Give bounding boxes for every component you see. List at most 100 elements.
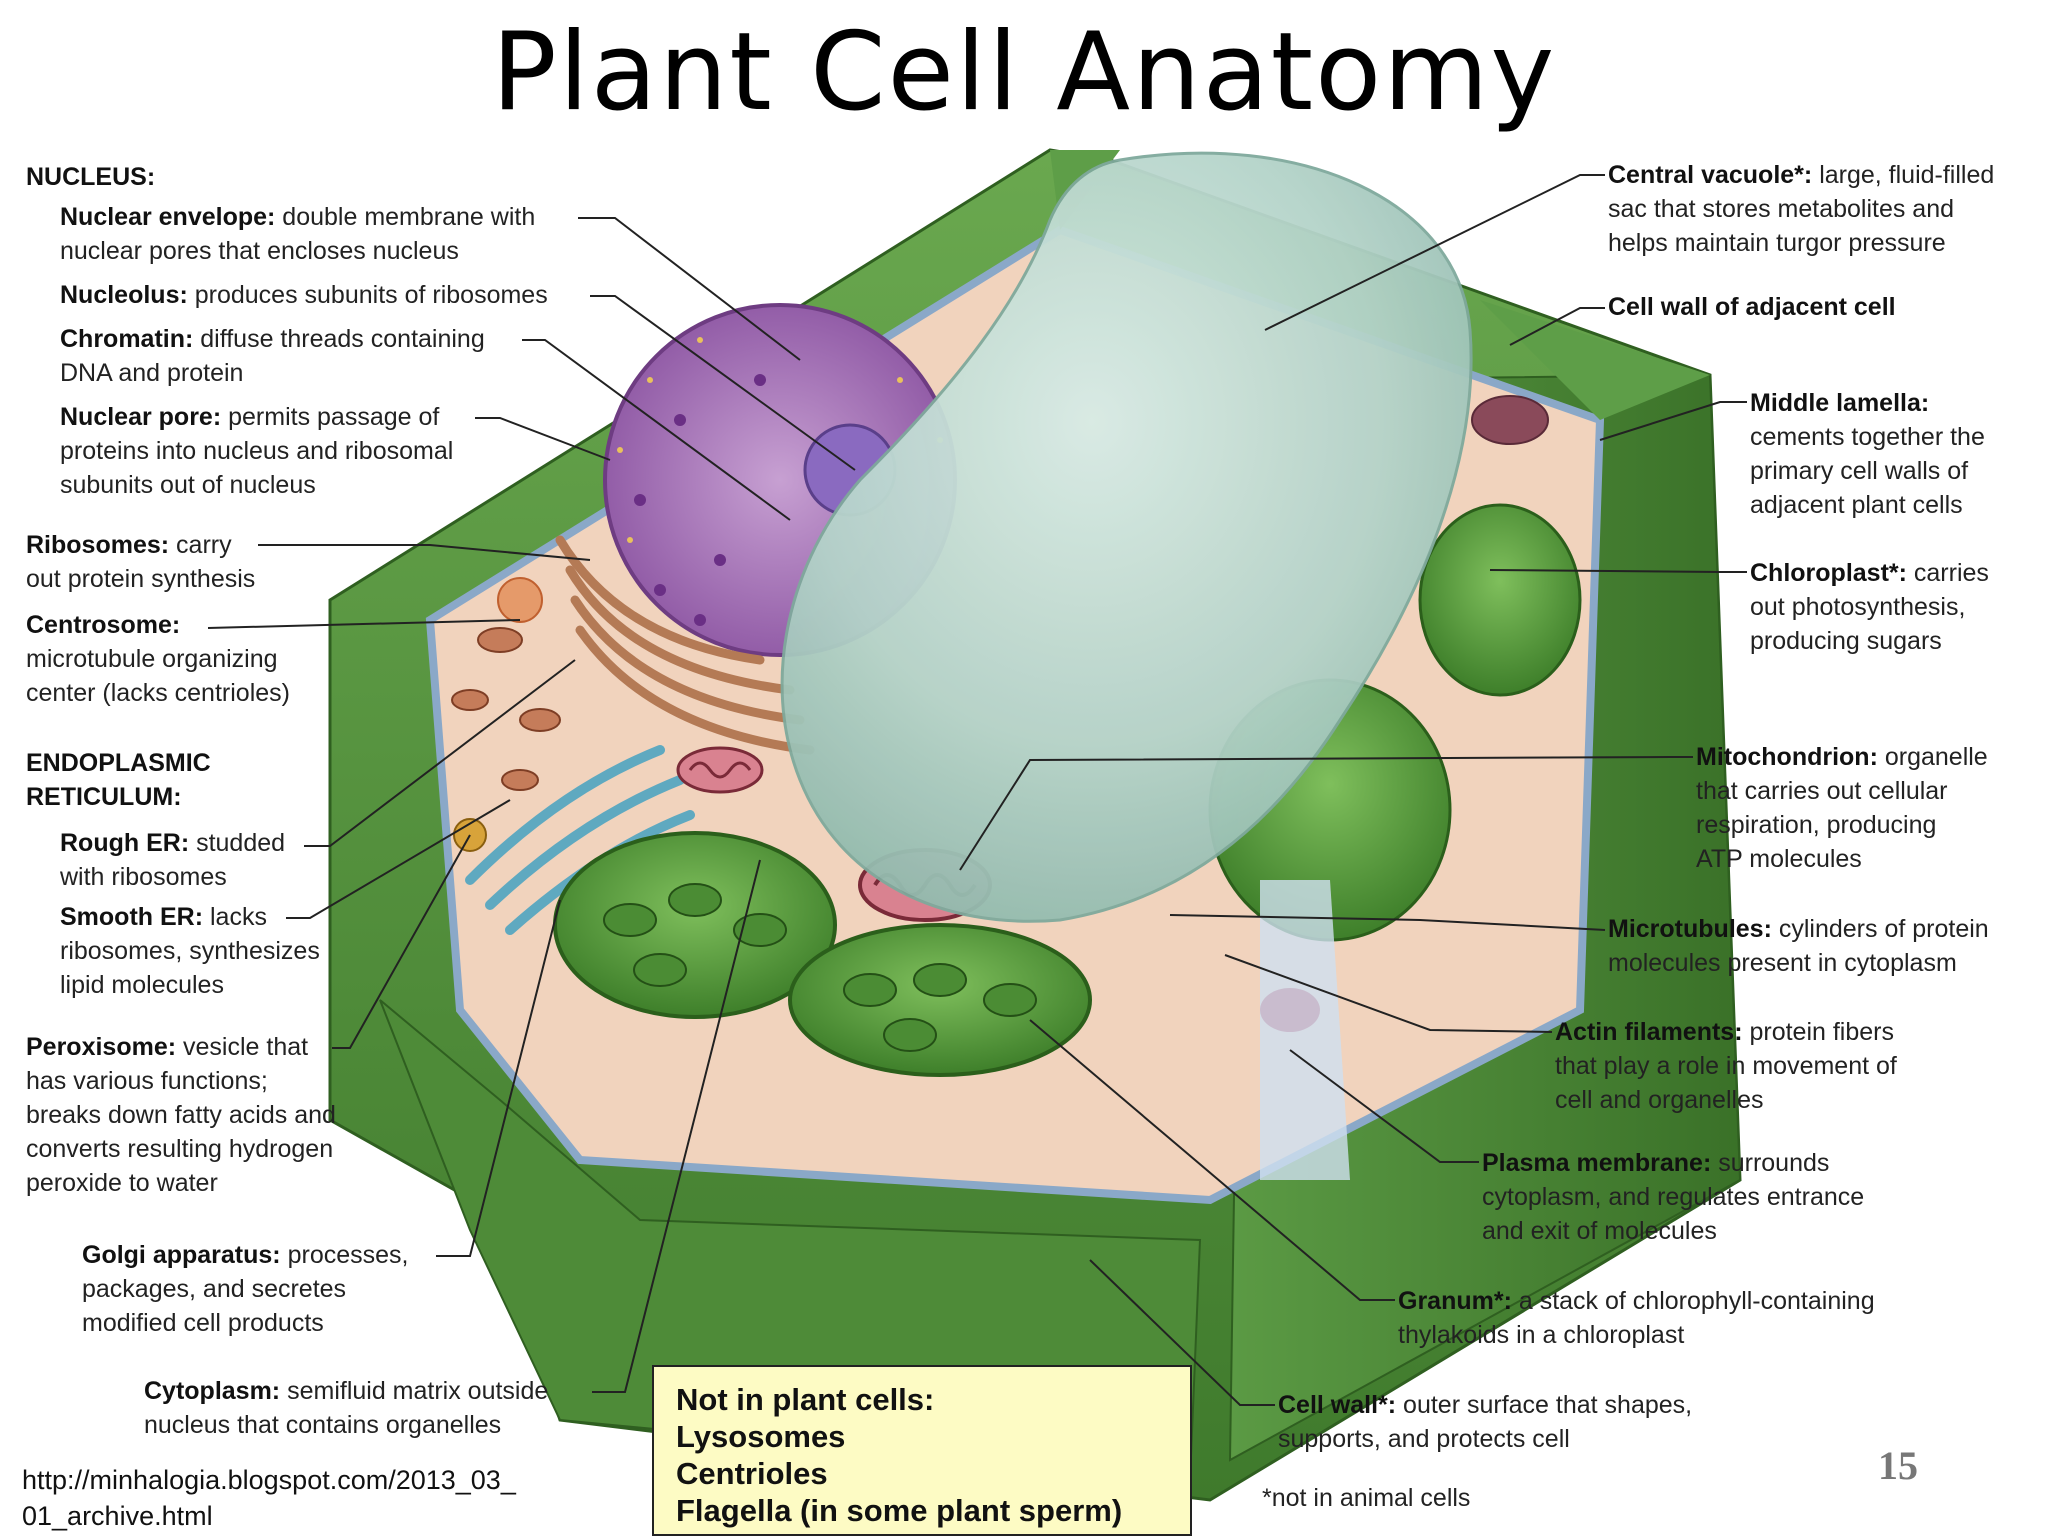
label-nuclear-pore: Nuclear pore: permits passage of protein…: [60, 400, 453, 502]
label-mitochondrion: Mitochondrion: organelle that carries ou…: [1696, 740, 1988, 876]
term: Chloroplast*:: [1750, 559, 1907, 587]
desc: sac that stores metabolites and: [1608, 195, 1955, 223]
term: Nuclear envelope:: [60, 203, 276, 231]
rough-er: [555, 535, 815, 755]
list-item: Flagella (in some plant sperm): [676, 1493, 1123, 1528]
label-ribosomes: Ribosomes: carry out protein synthesis: [26, 528, 255, 596]
desc: semifluid matrix outside: [280, 1377, 549, 1405]
list-item: Lysosomes: [676, 1419, 846, 1454]
term: Smooth ER:: [60, 903, 204, 931]
desc: subunits out of nucleus: [60, 471, 316, 499]
er-header: ENDOPLASMIC RETICULUM:: [26, 746, 211, 814]
nucleus-header: NUCLEUS:: [26, 163, 156, 191]
desc: proteins into nucleus and ribosomal: [60, 437, 454, 465]
chloroplast-right-1: [1418, 503, 1582, 697]
chloroplast-left: [553, 831, 837, 1019]
label-golgi-apparatus: Golgi apparatus: processes, packages, an…: [82, 1238, 408, 1340]
desc: with ribosomes: [60, 863, 227, 891]
desc: ribosomes, synthesizes: [60, 937, 320, 965]
desc: and exit of molecules: [1482, 1217, 1717, 1245]
desc: organelle: [1877, 743, 1988, 771]
desc: producing sugars: [1750, 627, 1942, 655]
term: Chromatin:: [60, 325, 194, 353]
footnote: *not in animal cells: [1262, 1484, 1471, 1512]
term: Centrosome:: [26, 611, 181, 639]
desc: molecules present in cytoplasm: [1608, 949, 1957, 977]
list-item: Centrioles: [676, 1456, 828, 1491]
source-url-line[interactable]: http://minhalogia.blogspot.com/2013_03_: [22, 1465, 516, 1495]
desc: has various functions;: [26, 1067, 268, 1095]
desc: produces subunits of ribosomes: [187, 281, 548, 309]
desc: cytoplasm, and regulates entrance: [1482, 1183, 1865, 1211]
desc: ATP molecules: [1696, 845, 1862, 873]
slide-title: Plant Cell Anatomy: [491, 10, 1557, 135]
desc: vesicle that: [176, 1033, 309, 1061]
label-centrosome: Centrosome: microtubule organizing cente…: [26, 608, 290, 710]
chloroplast-center: [788, 923, 1092, 1077]
desc: large, fluid-filled: [1812, 161, 1995, 189]
desc: cylinders of protein: [1771, 915, 1989, 943]
desc: permits passage of: [221, 403, 440, 431]
term: Cytoplasm:: [144, 1377, 281, 1405]
desc: carries: [1906, 559, 1989, 587]
desc: studded: [189, 829, 286, 857]
desc: that play a role in movement of: [1555, 1052, 1897, 1080]
desc: lacks: [203, 903, 267, 931]
term: Nuclear pore:: [60, 403, 222, 431]
desc: supports, and protects cell: [1278, 1425, 1570, 1453]
label-cell-wall: Cell wall*: outer surface that shapes, s…: [1278, 1388, 1692, 1456]
source-url[interactable]: http://minhalogia.blogspot.com/2013_03_ …: [22, 1462, 516, 1534]
desc: thylakoids in a chloroplast: [1398, 1321, 1685, 1349]
desc: DNA and protein: [60, 359, 244, 387]
desc: cell and organelles: [1555, 1086, 1764, 1114]
term: Cell wall of adjacent cell: [1608, 293, 1896, 321]
desc: converts resulting hydrogen: [26, 1135, 334, 1163]
term: Granum*:: [1398, 1287, 1512, 1315]
label-granum: Granum*: a stack of chlorophyll-containi…: [1398, 1284, 1875, 1352]
not-in-plant-cells-heading: Not in plant cells:: [676, 1382, 935, 1417]
page-number: 15: [1878, 1443, 1918, 1488]
label-smooth-er: Smooth ER: lacks ribosomes, synthesizes …: [60, 900, 320, 1002]
term: Mitochondrion:: [1696, 743, 1878, 771]
desc: surrounds: [1711, 1149, 1830, 1177]
er-header-line: RETICULUM:: [26, 783, 182, 811]
term: Rough ER:: [60, 829, 190, 857]
label-plasma-membrane: Plasma membrane: surrounds cytoplasm, an…: [1482, 1146, 1864, 1248]
desc: cements together the: [1750, 423, 1985, 451]
term: Ribosomes:: [26, 531, 170, 559]
desc: carry: [169, 531, 232, 559]
desc: center (lacks centrioles): [26, 679, 290, 707]
label-cell-wall-adjacent: Cell wall of adjacent cell: [1608, 290, 1896, 324]
term: Nucleolus:: [60, 281, 188, 309]
label-chromatin: Chromatin: diffuse threads containing DN…: [60, 322, 485, 390]
label-nucleolus: Nucleolus: produces subunits of ribosome…: [60, 278, 548, 312]
mitochondrion-top: [676, 746, 764, 794]
desc: primary cell walls of: [1750, 457, 1969, 485]
er-header-line: ENDOPLASMIC: [26, 749, 211, 777]
cell-wall-front: [379, 999, 1202, 1482]
desc: microtubule organizing: [26, 645, 278, 673]
desc: nuclear pores that encloses nucleus: [60, 237, 459, 265]
desc: diffuse threads containing: [193, 325, 485, 353]
label-rough-er: Rough ER: studded with ribosomes: [60, 826, 285, 894]
granum-stacks: [603, 883, 1037, 1052]
desc: out photosynthesis,: [1750, 593, 1966, 621]
label-chloroplast: Chloroplast*: carries out photosynthesis…: [1750, 556, 1989, 658]
desc: double membrane with: [275, 203, 536, 231]
term: Plasma membrane:: [1482, 1149, 1712, 1177]
desc: packages, and secretes: [82, 1275, 347, 1303]
label-central-vacuole: Central vacuole*: large, fluid-filled sa…: [1608, 158, 1994, 260]
desc: out protein synthesis: [26, 565, 256, 593]
label-nuclear-envelope: Nuclear envelope: double membrane with n…: [60, 200, 535, 268]
term: Actin filaments:: [1555, 1018, 1743, 1046]
term: Microtubules:: [1608, 915, 1772, 943]
desc: that carries out cellular: [1696, 777, 1948, 805]
source-url-line[interactable]: 01_archive.html: [22, 1501, 213, 1531]
desc: modified cell products: [82, 1309, 324, 1337]
desc: adjacent plant cells: [1750, 491, 1963, 519]
leader-lines: [207, 174, 1747, 1406]
desc: outer surface that shapes,: [1396, 1391, 1693, 1419]
term: Golgi apparatus:: [82, 1241, 281, 1269]
